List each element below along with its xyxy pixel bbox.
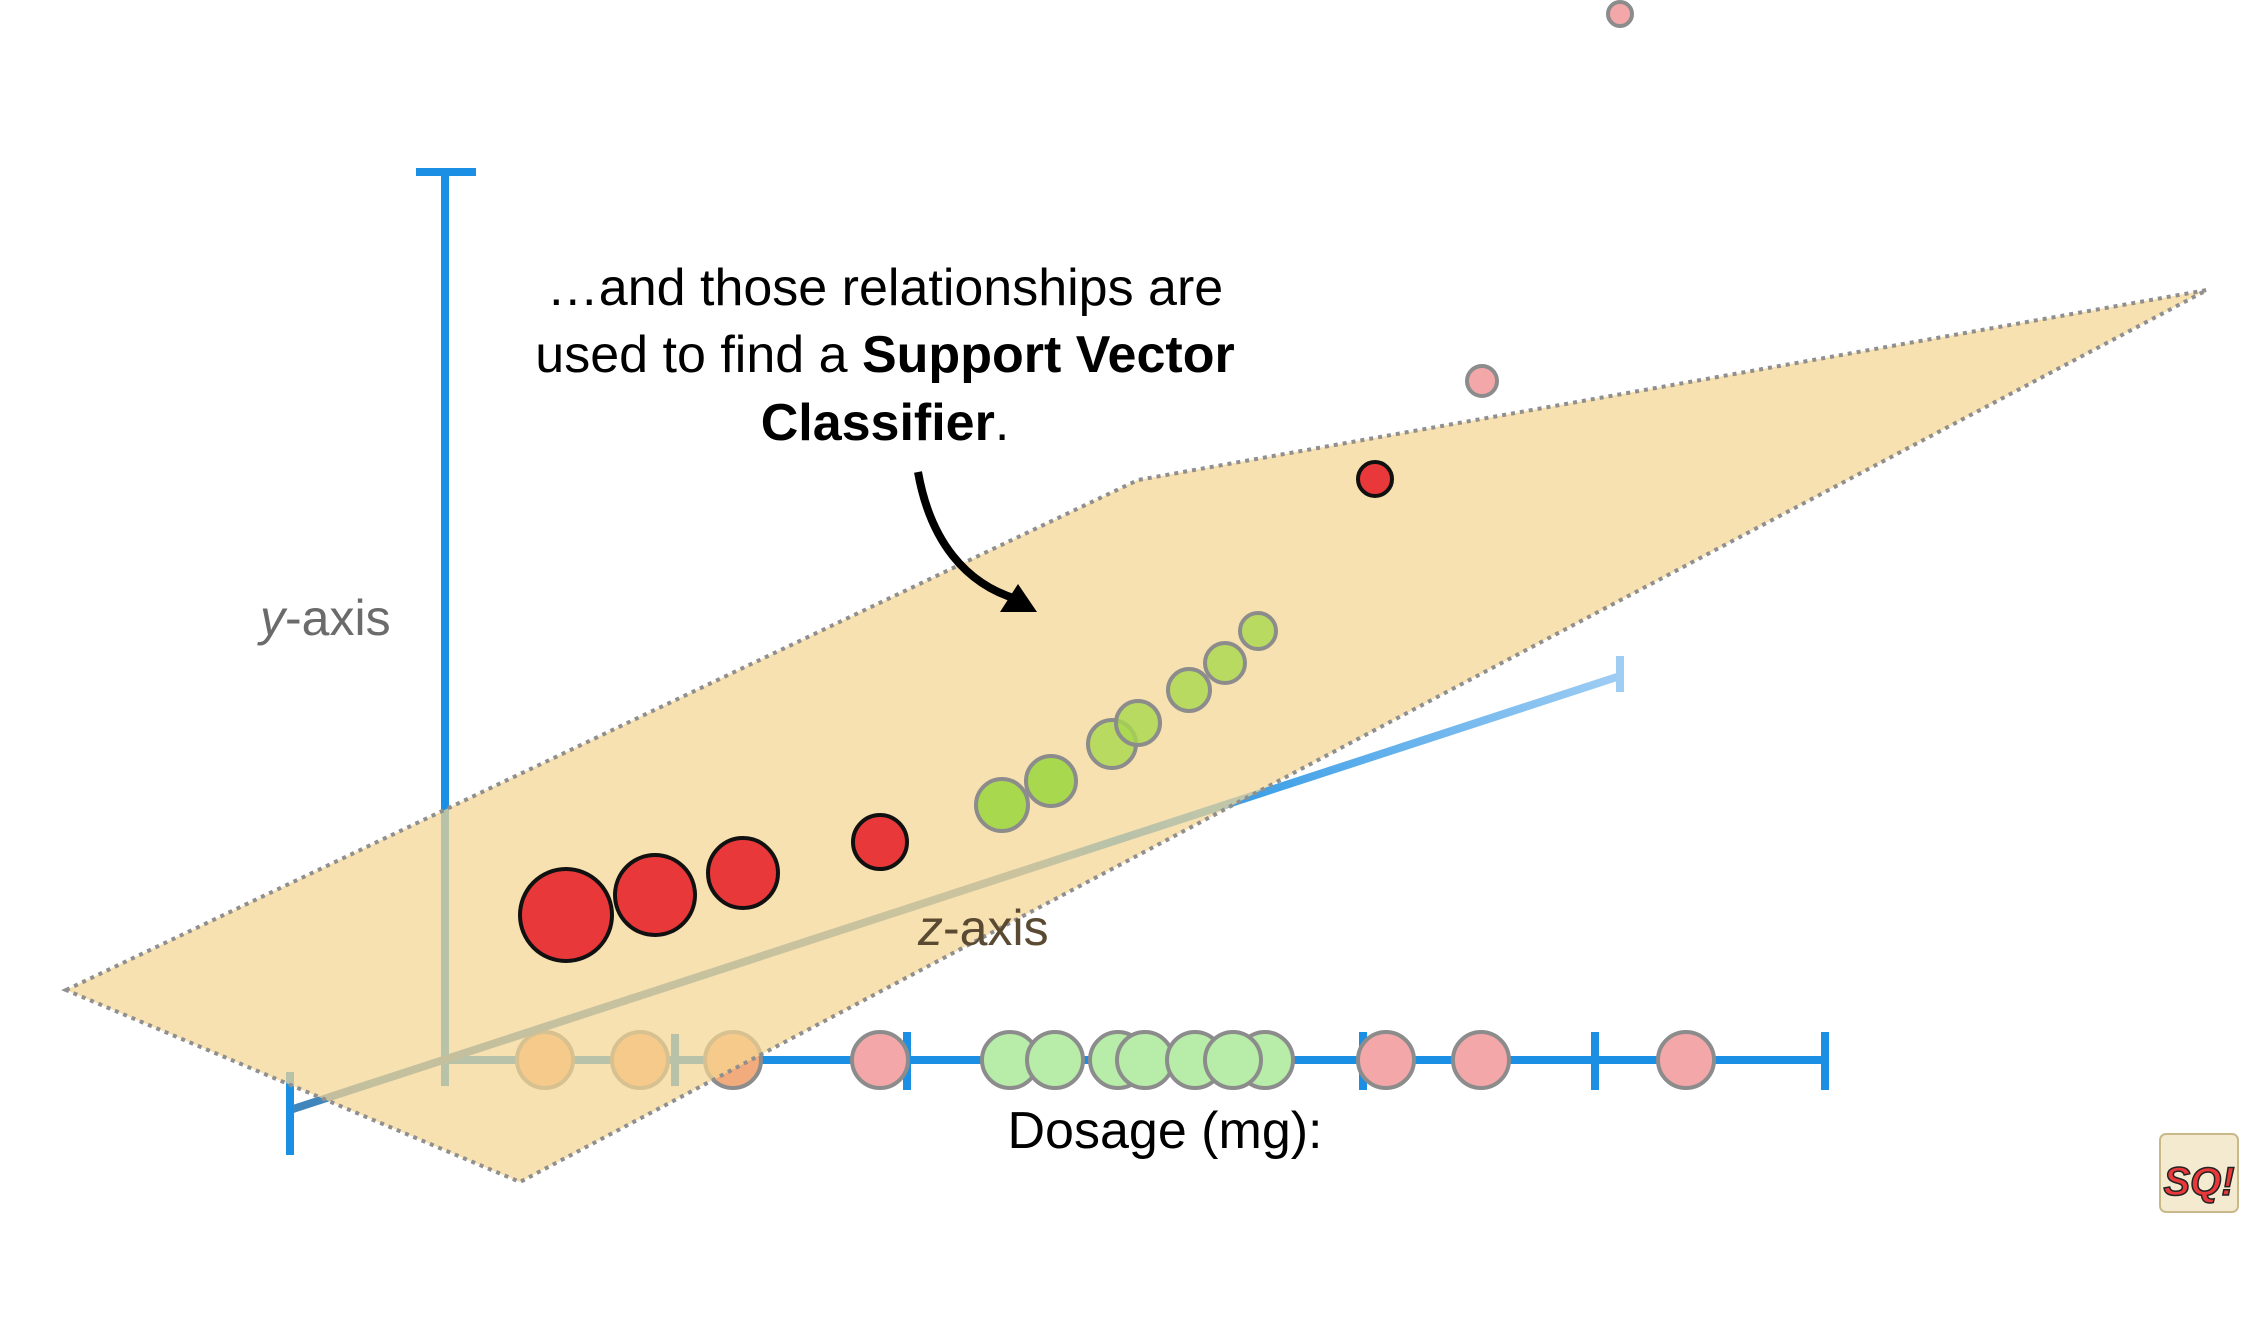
pink-point-3d bbox=[1465, 364, 1499, 398]
red-point-3d bbox=[706, 836, 780, 910]
arrowhead-icon bbox=[1000, 584, 1037, 612]
annotation-line-3: Classifier. bbox=[761, 394, 1010, 452]
dosage-axis-label: Dosage (mg): bbox=[1008, 1102, 1323, 1160]
dosage-point-pink bbox=[1451, 1030, 1511, 1090]
red-point-3d bbox=[518, 867, 614, 963]
dosage-point-pink bbox=[1656, 1030, 1716, 1090]
dosage-point-pink bbox=[850, 1030, 910, 1090]
logo-text: SQ! bbox=[2163, 1160, 2234, 1204]
red-point-3d bbox=[851, 813, 909, 871]
annotation-line-2: used to find a Support Vector bbox=[535, 326, 1234, 384]
z-axis-label: z-axis bbox=[917, 900, 1049, 956]
points-3d bbox=[518, 460, 1394, 963]
annotation-line-1: …and those relationships are bbox=[547, 259, 1223, 317]
green-point-3d bbox=[1166, 667, 1212, 713]
green-point-3d bbox=[1238, 611, 1278, 651]
green-point-3d bbox=[974, 777, 1030, 833]
dosage-point-green bbox=[1115, 1030, 1175, 1090]
dosage-point-green bbox=[1025, 1030, 1085, 1090]
dosage-point-pink bbox=[1356, 1030, 1416, 1090]
green-point-3d bbox=[1114, 699, 1162, 747]
green-point-3d bbox=[1203, 641, 1247, 685]
dosage-point-green bbox=[1203, 1030, 1263, 1090]
green-points-3d bbox=[974, 611, 1278, 833]
annotation-arrow bbox=[914, 471, 1022, 604]
red-point-3d bbox=[613, 853, 697, 937]
green-point-3d bbox=[1024, 754, 1078, 808]
annotation: …and those relationships are used to fin… bbox=[535, 259, 1234, 452]
statquest-logo-icon: SQ! bbox=[2159, 1133, 2239, 1213]
y-axis-label: y-axis bbox=[257, 590, 391, 646]
pink-point-3d bbox=[1606, 0, 1634, 28]
red-point-3d bbox=[1356, 460, 1394, 498]
